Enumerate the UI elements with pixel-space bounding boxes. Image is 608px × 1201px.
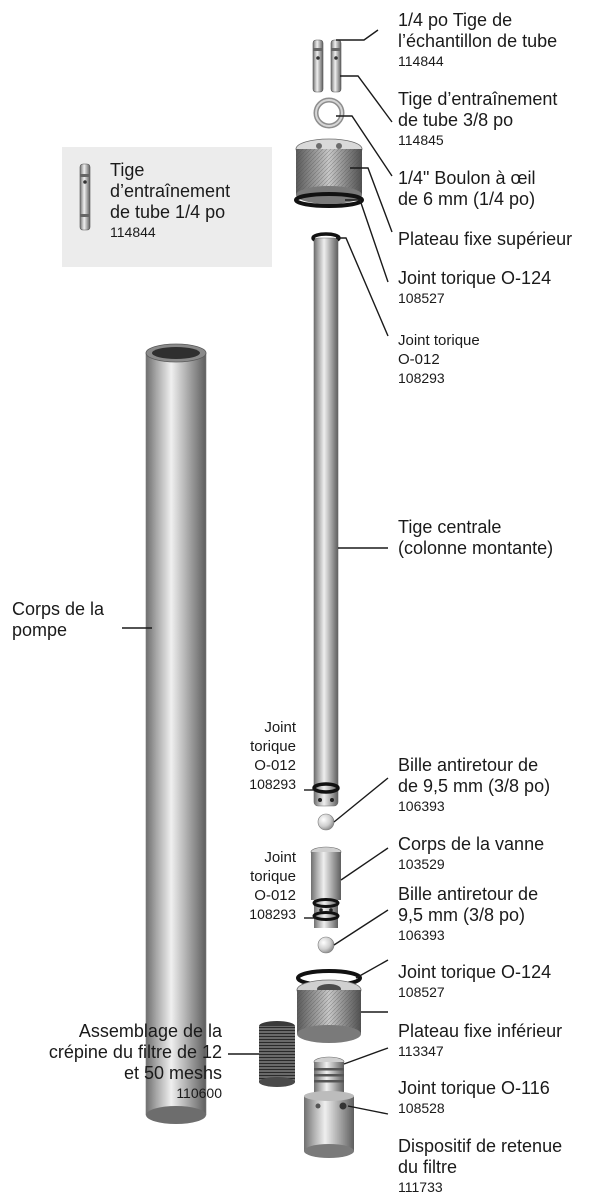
upper-end-cap [294,138,364,208]
callout-oring-124-bottom: Joint torique O-124 108527 [398,962,552,1000]
callout-pump-body: Corps de la pompe [12,599,105,640]
callout-upper-end-cap: Plateau fixe supérieur [398,229,573,249]
filter-retainer [304,1056,354,1158]
callout-oring-012-mid: Joint torique O-012 108293 [249,719,296,792]
leader-lines [122,29,393,1115]
callout-oring-116: Joint torique O-116 108528 [398,1078,550,1116]
inset-label: Tige d’entraînement de tube 1/4 po 11484… [110,160,231,240]
callout-oring-012-top: Joint torique O-012 108293 [398,332,480,386]
drive-rod-pair [312,39,342,93]
check-ball-lower [317,936,335,954]
callout-drive-rod-3-8: Tige d’entraînement de tube 3/8 po 11484… [398,89,558,148]
callout-center-rod: Tige centrale (colonne montante) [398,517,554,558]
callout-eye-bolt: 1/4" Boulon à œil de 6 mm (1/4 po) [398,168,536,209]
eye-bolt [313,97,345,129]
callout-sample-rod-quarter: 1/4 po Tige de l’échantillon de tube 114… [398,10,558,69]
valve-body [310,846,342,928]
callout-check-ball-1: Bille antiretour de de 9,5 mm (3/8 po) 1… [398,755,551,814]
callout-oring-124-top: Joint torique O-124 108527 [398,268,552,306]
callout-lower-end-cap: Plateau fixe inférieur 113347 [398,1021,563,1059]
callout-oring-012-low: Joint torique O-012 108293 [249,849,296,922]
filter-screen [259,1021,295,1087]
callout-check-ball-2: Bille antiretour de 9,5 mm (3/8 po) 1063… [398,884,539,943]
check-ball-upper [317,813,335,831]
callout-valve-body: Corps de la vanne 103529 [398,834,545,872]
lower-end-cap [296,979,362,1043]
callout-filter-retainer: Dispositif de retenue du filtre 111733 [398,1136,563,1195]
center-rod [312,237,340,807]
pump-body-tube [145,343,207,1124]
inset-panel [62,147,272,267]
callout-filter-screen: Assemblage de la crépine du filtre de 12… [48,1021,222,1101]
inset-drive-rod [79,163,91,231]
